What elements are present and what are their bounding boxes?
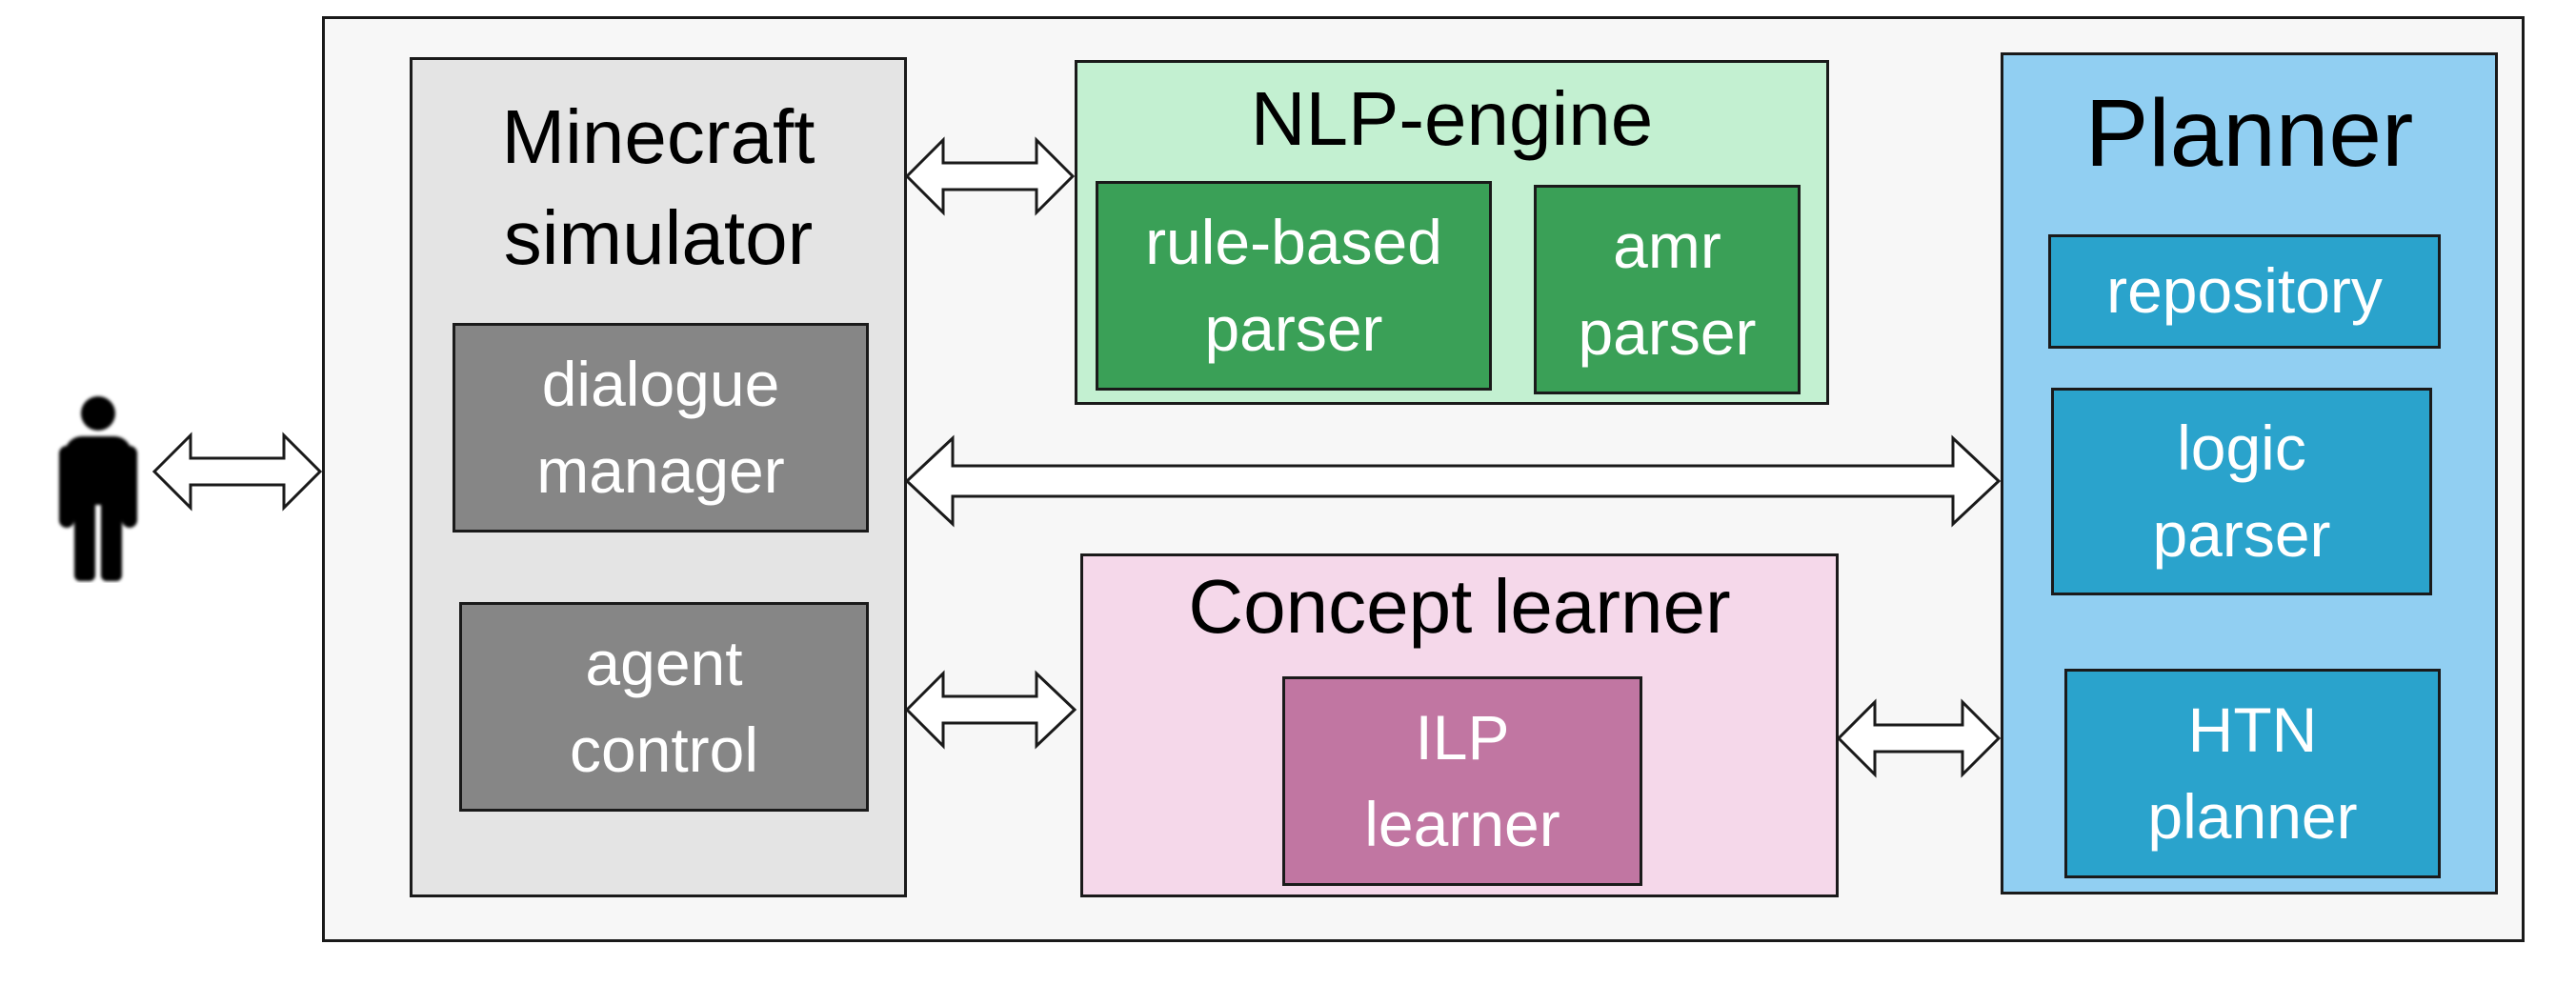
nlp-engine-title: NLP-engine [1250, 75, 1654, 161]
dialogue-manager-box [453, 323, 869, 533]
dialogue-manager-label: dialogue manager [536, 348, 785, 506]
htn-planner-label: HTN planner [2147, 694, 2358, 852]
planner-title: Planner [2084, 80, 2414, 187]
double-arrow-icon [151, 432, 323, 512]
amr-parser-box [1534, 185, 1801, 394]
ilp-learner-label: ILP learner [1364, 701, 1560, 859]
amr-parser-label: amr parser [1578, 210, 1757, 368]
ilp-learner-box [1282, 676, 1642, 886]
rule-based-parser-label: rule-based parser [1145, 206, 1442, 364]
person-icon [59, 396, 137, 581]
double-arrow-icon [904, 136, 1076, 216]
agent-control-box [459, 602, 869, 812]
agent-control-label: agent control [569, 627, 759, 785]
double-arrow-icon [904, 434, 2002, 528]
minecraft-simulator-title: Minecraft simulator [501, 93, 815, 280]
rule-based-parser-box [1096, 181, 1492, 391]
htn-planner-box [2064, 669, 2441, 878]
logic-parser-label: logic parser [2152, 412, 2331, 570]
double-arrow-icon [904, 670, 1077, 750]
repository-label: repository [2106, 255, 2383, 327]
logic-parser-box [2051, 388, 2432, 595]
repository-box [2048, 234, 2441, 349]
concept-learner-title: Concept learner [1188, 564, 1731, 650]
double-arrow-icon [1836, 698, 2002, 778]
